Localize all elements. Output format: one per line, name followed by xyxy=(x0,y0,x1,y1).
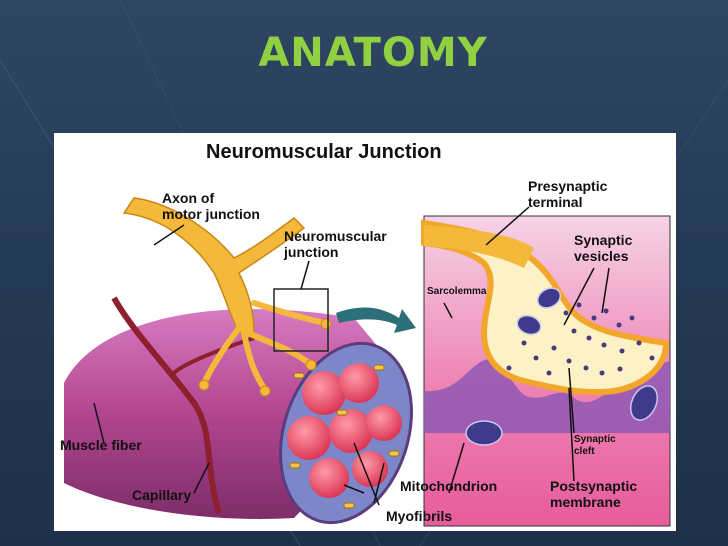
axon-in-inset xyxy=(424,225,534,268)
slide-title: ANATOMY xyxy=(258,30,488,76)
label-cleft-line1: Synaptic xyxy=(574,434,616,445)
zoom-arrow xyxy=(336,307,416,333)
label-muscle-fiber: Muscle fiber xyxy=(60,437,142,453)
leader-lines xyxy=(93,206,610,506)
label-axon-line1: Axon of xyxy=(162,190,215,206)
label-capillary: Capillary xyxy=(132,487,192,503)
label-axon-line2: motor junction xyxy=(162,206,260,222)
label-cleft-line2: cleft xyxy=(574,446,595,457)
label-vesicles-line2: vesicles xyxy=(574,248,629,264)
label-postsynaptic-line2: membrane xyxy=(550,494,621,510)
label-presynaptic-line2: terminal xyxy=(528,194,583,210)
label-nmj-line2: junction xyxy=(284,244,339,260)
label-vesicles-line1: Synaptic xyxy=(574,232,633,248)
capillary xyxy=(111,296,222,514)
diagram-panel: Neuromuscular Junction Axon of motor jun… xyxy=(54,133,676,531)
label-postsynaptic-line1: Postsynaptic xyxy=(550,478,638,494)
myofibril-bundles xyxy=(287,363,402,498)
label-presynaptic-line1: Presynaptic xyxy=(528,178,608,194)
label-nmj-line1: Neuromuscular xyxy=(284,228,387,244)
neuromuscular-junction-illustration xyxy=(64,197,671,527)
axon-terminal-branches xyxy=(201,300,327,391)
diagram-title: Neuromuscular Junction xyxy=(206,141,442,163)
label-myofibrils: Myofibrils xyxy=(386,508,453,524)
label-mitochondrion: Mitochondrion xyxy=(400,478,498,494)
postsynaptic-membrane xyxy=(424,359,670,433)
label-sarcolemma: Sarcolemma xyxy=(427,286,487,297)
inset-mitochondria xyxy=(465,287,659,446)
cross-section-mitochondria xyxy=(289,364,400,509)
axon xyxy=(122,197,306,334)
